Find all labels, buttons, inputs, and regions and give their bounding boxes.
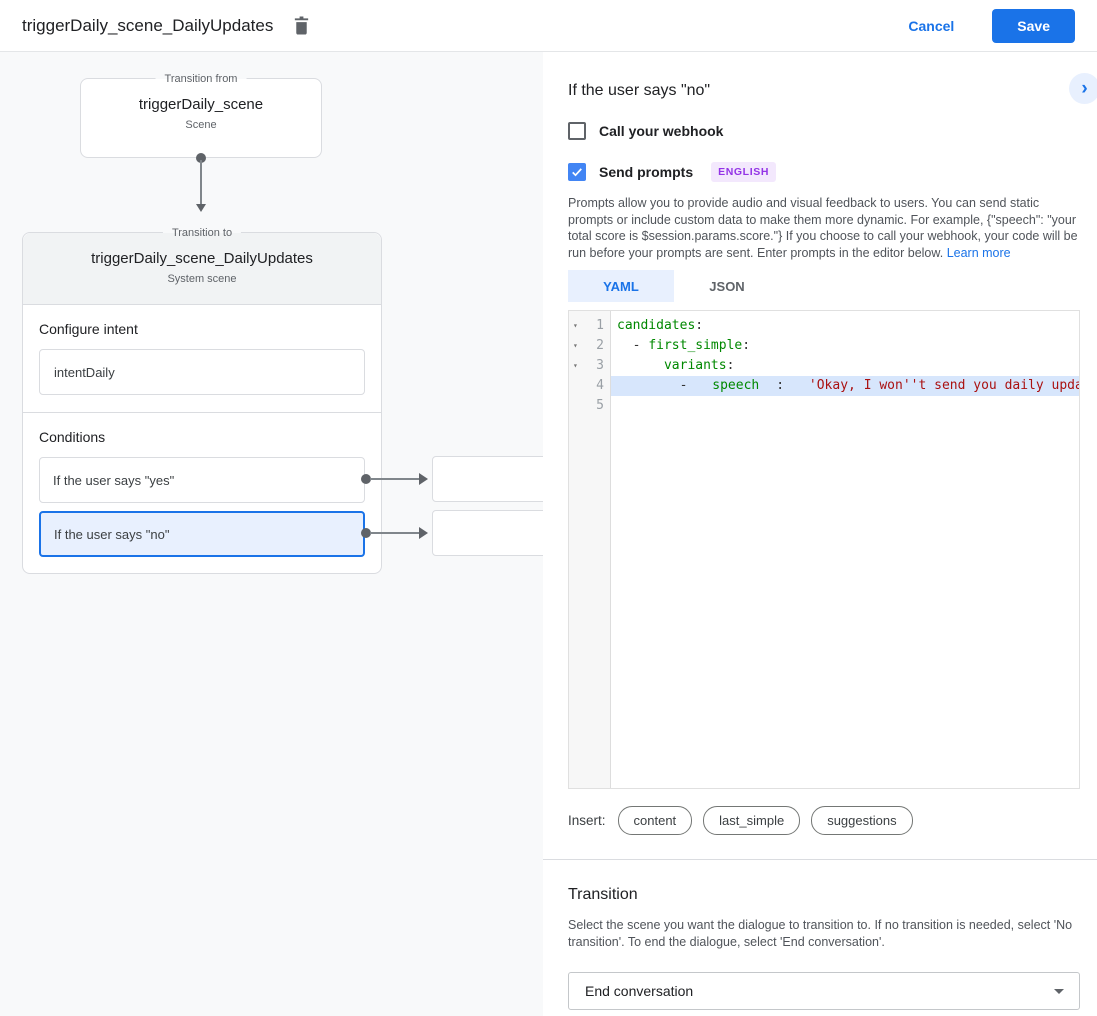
fold-arrow-icon[interactable]: ▾ [573, 321, 578, 330]
gutter-row[interactable]: ▾3 [569, 356, 610, 376]
fold-arrow-icon[interactable]: ▾ [573, 361, 578, 370]
gutter-row[interactable]: 5 [569, 396, 610, 416]
code-token [617, 358, 664, 373]
connector-dot [361, 474, 371, 484]
connector-dot [196, 153, 206, 163]
cancel-button[interactable]: Cancel [902, 17, 960, 35]
chevron-right-icon: › [1081, 78, 1088, 99]
line-number: 3 [596, 358, 604, 373]
code-line[interactable]: candidates: [611, 316, 1079, 336]
intent-item[interactable]: intentDaily [39, 349, 365, 395]
code-line[interactable]: - first_simple: [611, 336, 1079, 356]
code-token: : [776, 378, 792, 393]
to-scene-title: triggerDaily_scene_DailyUpdates [91, 250, 313, 267]
code-token: variants [663, 358, 727, 373]
gutter-row[interactable]: ▾1 [569, 316, 610, 336]
insert-chip-content[interactable]: content [617, 806, 693, 835]
insert-toolbar: Insert: content last_simple suggestions [568, 806, 1080, 835]
transition-heading: Transition [568, 886, 638, 903]
connector-dot [361, 528, 371, 538]
transition-description: Select the scene you want the dialogue t… [568, 918, 1073, 949]
from-scene-title: triggerDaily_scene [138, 96, 264, 113]
transition-to-node[interactable]: Transition to triggerDaily_scene_DailyUp… [22, 225, 382, 574]
header: triggerDaily_scene_DailyUpdates Cancel S… [0, 0, 1097, 52]
language-badge: ENGLISH [711, 162, 776, 182]
conditions-label: Conditions [39, 429, 106, 445]
scene-node-header: triggerDaily_scene_DailyUpdates System s… [23, 233, 381, 305]
conditions-section: Conditions If the user says "yes" If the … [23, 413, 381, 573]
condition-item[interactable]: If the user says "yes" [39, 457, 365, 503]
editor-format-tabs: YAML JSON [568, 270, 1080, 302]
transition-from-legend: Transition from [155, 71, 247, 87]
from-scene-subtitle: Scene [185, 119, 217, 131]
gutter-row[interactable]: 4 [569, 376, 610, 396]
delete-scene-button[interactable] [290, 13, 313, 38]
transition-select[interactable]: End conversation [568, 972, 1080, 1010]
condition-editor-panel: If the user says "no" › Call your webhoo… [543, 52, 1097, 1016]
save-button[interactable]: Save [992, 8, 1075, 43]
prompts-description: Prompts allow you to provide audio and v… [568, 195, 1080, 261]
fold-arrow-icon[interactable]: ▾ [573, 341, 578, 350]
connector-line [370, 532, 420, 534]
code-line[interactable] [611, 396, 1079, 416]
configure-intent-section: Configure intent intentDaily [23, 305, 381, 412]
tab-yaml[interactable]: YAML [568, 270, 674, 302]
code-token: - [617, 338, 649, 353]
line-number: 4 [596, 378, 604, 393]
send-prompts-checkbox-row[interactable]: Send prompts ENGLISH [568, 162, 1080, 182]
webhook-checkbox-label: Call your webhook [599, 123, 724, 139]
line-number: 2 [596, 338, 604, 353]
checkbox-checked-icon[interactable] [568, 163, 586, 181]
learn-more-link[interactable]: Learn more [946, 245, 1011, 260]
transition-select-value: End conversation [585, 983, 694, 999]
transition-to-legend: Transition to [162, 225, 242, 241]
transition-from-node[interactable]: Transition from triggerDaily_scene Scene [80, 71, 322, 163]
code-token: : [695, 318, 704, 333]
insert-label: Insert: [568, 813, 606, 828]
connector-line [370, 478, 420, 480]
page-title: triggerDaily_scene_DailyUpdates [22, 15, 274, 35]
code-token: : [726, 358, 735, 373]
connector-arrowhead-icon [419, 527, 428, 539]
connector-arrowhead-icon [419, 473, 428, 485]
trash-icon [295, 16, 309, 35]
configure-intent-label: Configure intent [39, 321, 138, 337]
panel-divider [543, 859, 1097, 860]
connector-arrowhead-icon [196, 204, 206, 212]
prompts-description-text: Prompts allow you to provide audio and v… [568, 196, 1078, 260]
line-number: 5 [596, 398, 604, 413]
code-token: speech [712, 378, 760, 393]
transition-section: Transition Select the scene you want the… [543, 860, 1097, 1010]
dropdown-caret-icon [1054, 988, 1064, 994]
scene-diagram-canvas: Transition from triggerDaily_scene Scene… [0, 52, 543, 1016]
insert-chip-last_simple[interactable]: last_simple [703, 806, 801, 835]
condition-target-node[interactable] [432, 456, 543, 502]
code-token: : [742, 338, 751, 353]
collapse-panel-button[interactable]: › [1069, 73, 1097, 104]
insert-chip-suggestions[interactable]: suggestions [811, 806, 913, 835]
line-number: 1 [596, 318, 604, 333]
checkbox-unchecked-icon[interactable] [568, 122, 586, 140]
panel-title: If the user says "no" [568, 82, 711, 99]
code-token: candidates [617, 318, 696, 333]
condition-item[interactable]: If the user says "no" [39, 511, 365, 557]
editor-code[interactable]: candidates: - first_simple: variants: - … [611, 311, 1079, 788]
tab-json[interactable]: JSON [709, 278, 745, 294]
condition-target-node[interactable] [432, 510, 543, 556]
section-divider [23, 412, 381, 413]
code-line[interactable]: variants: [611, 356, 1079, 376]
prompts-section: If the user says "no" › Call your webhoo… [543, 52, 1097, 859]
gutter-row[interactable]: ▾2 [569, 336, 610, 356]
connector-line [200, 160, 202, 206]
send-prompts-checkbox-label: Send prompts [599, 164, 694, 180]
code-token: 'Okay, I won''t send you daily updates [808, 378, 1079, 393]
to-scene-subtitle: System scene [167, 273, 237, 285]
code-token: first_simple [648, 338, 743, 353]
code-token: - [617, 378, 696, 393]
code-line[interactable]: - speech: 'Okay, I won''t send you daily… [611, 376, 1079, 396]
webhook-checkbox-row[interactable]: Call your webhook [568, 122, 1080, 140]
